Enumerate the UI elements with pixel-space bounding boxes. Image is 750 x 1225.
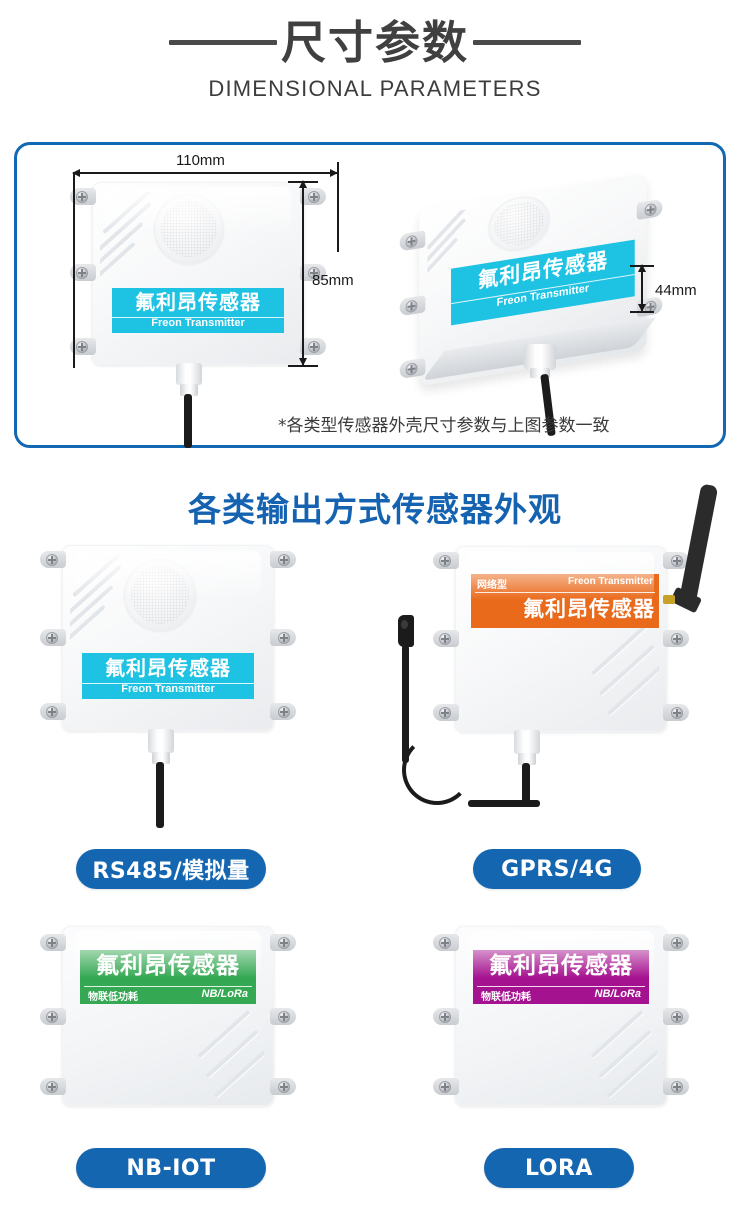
dc-cable-vertical-gprs xyxy=(402,645,409,763)
cable-gland-perspective xyxy=(524,344,556,370)
antenna-base-gprs xyxy=(663,595,675,604)
title-row: 尺寸参数 xyxy=(0,18,750,68)
product-label-nbiot: 氟利昂传感器 物联低功耗 NB/LoRa xyxy=(80,950,256,1004)
sensor-cable-front xyxy=(184,394,192,448)
height-tick-top xyxy=(288,181,318,183)
height-dimension-line xyxy=(302,182,304,366)
variants-section-heading: 各类输出方式传感器外观 xyxy=(188,490,562,529)
product-label-network-type: 网络型 xyxy=(477,580,507,591)
product-label-lora: 氟利昂传感器 物联低功耗 NB/LoRa xyxy=(473,950,649,1004)
page-header: 尺寸参数 DIMENSIONAL PARAMETERS xyxy=(0,0,750,102)
width-extension-right xyxy=(337,162,339,252)
height-tick-bottom xyxy=(288,365,318,367)
width-dimension-line xyxy=(74,172,338,174)
product-label-nb-lora-nbiot: NB/LoRa xyxy=(201,988,248,1000)
cable-gland-nut-rs485 xyxy=(152,752,170,764)
product-label-rs485: 氟利昂传感器 Freon Transmitter xyxy=(82,653,254,699)
title-rule-right xyxy=(473,40,581,46)
product-label-en-gprs: Freon Transmitter xyxy=(567,576,653,587)
case-ribs-lora xyxy=(559,1008,657,1098)
cable-gland-gprs xyxy=(514,730,540,754)
product-label-cn: 氟利昂传感器 xyxy=(135,290,261,314)
width-arrow-right xyxy=(330,169,338,177)
variant-badge-nbiot[interactable]: NB-IOT xyxy=(76,1148,266,1188)
height-arrow-bottom xyxy=(299,358,307,366)
sensor-vent-rs485 xyxy=(124,559,196,631)
product-label-cn-nbiot: 氟利昂传感器 xyxy=(96,953,240,979)
product-label-cn-gprs: 氟利昂传感器 xyxy=(523,597,655,621)
depth-dimension-label: 44mm xyxy=(655,282,697,299)
product-label-iot-lowpower-lora: 物联低功耗 xyxy=(481,992,531,1003)
product-label-perspective: 氟利昂传感器 Freon Transmitter xyxy=(451,239,635,326)
cable-gland-nut-front xyxy=(180,384,198,396)
product-label-iot-lowpower-nbiot: 物联低功耗 xyxy=(88,992,138,1003)
depth-arrow-top xyxy=(638,264,646,272)
cable-gland-nut-gprs xyxy=(518,753,536,765)
sensor-vent-perspective xyxy=(488,192,550,255)
dc-cable-curve-gprs xyxy=(402,735,472,805)
dc-power-connector-gprs xyxy=(398,615,414,647)
product-label-cn-lora: 氟利昂传感器 xyxy=(489,953,633,979)
sensor-nbiot: 氟利昂传感器 物联低功耗 NB/LoRa xyxy=(40,926,296,1106)
case-ribs-gprs xyxy=(559,626,659,722)
variant-badge-gprs[interactable]: GPRS/4G xyxy=(473,849,641,889)
page-subtitle: DIMENSIONAL PARAMETERS xyxy=(208,75,542,101)
page-title: 尺寸参数 xyxy=(280,16,469,69)
height-dimension-label: 85mm xyxy=(312,272,354,289)
width-extension-left xyxy=(73,172,75,368)
depth-tick-top xyxy=(630,265,654,267)
cable-gland-front xyxy=(176,363,202,385)
variant-badge-rs485[interactable]: RS485/模拟量 xyxy=(76,849,266,889)
cable-gland-nut-perspective xyxy=(530,368,550,378)
dc-cable-horizontal-gprs xyxy=(468,800,540,807)
width-dimension-label: 110mm xyxy=(176,152,225,169)
depth-arrow-bottom xyxy=(638,304,646,312)
sensor-cable-rs485 xyxy=(156,762,164,828)
case-ribs-nbiot xyxy=(166,1008,264,1098)
variant-badge-lora[interactable]: LORA xyxy=(484,1148,634,1188)
product-label-front: 氟利昂传感器 Freon Transmitter xyxy=(112,288,284,333)
product-label-gprs: 网络型 Freon Transmitter 氟利昂传感器 xyxy=(471,574,659,628)
depth-dimension-line xyxy=(641,266,643,312)
sensor-front-view: 氟利昂传感器 Freon Transmitter xyxy=(70,182,326,365)
sensor-vent xyxy=(154,194,224,264)
title-rule-left xyxy=(168,40,277,46)
sensor-rs485: 氟利昂传感器 Freon Transmitter xyxy=(40,545,296,731)
sensor-gprs: 网络型 Freon Transmitter 氟利昂传感器 xyxy=(433,546,689,732)
product-label-cn-rs485: 氟利昂传感器 xyxy=(105,656,231,680)
product-label-en-rs485: Freon Transmitter xyxy=(121,683,215,695)
dimension-note: *各类型传感器外壳尺寸参数与上图参数一致 xyxy=(278,416,610,436)
product-label-nb-lora-lora: NB/LoRa xyxy=(594,988,641,1000)
depth-tick-bottom xyxy=(630,311,654,313)
width-arrow-left xyxy=(72,169,80,177)
product-label-en: Freon Transmitter xyxy=(151,317,245,329)
height-arrow-top xyxy=(299,180,307,188)
sensor-cable-gprs xyxy=(522,763,530,805)
sensor-lora: 氟利昂传感器 物联低功耗 NB/LoRa xyxy=(433,926,689,1106)
cable-gland-rs485 xyxy=(148,729,174,753)
